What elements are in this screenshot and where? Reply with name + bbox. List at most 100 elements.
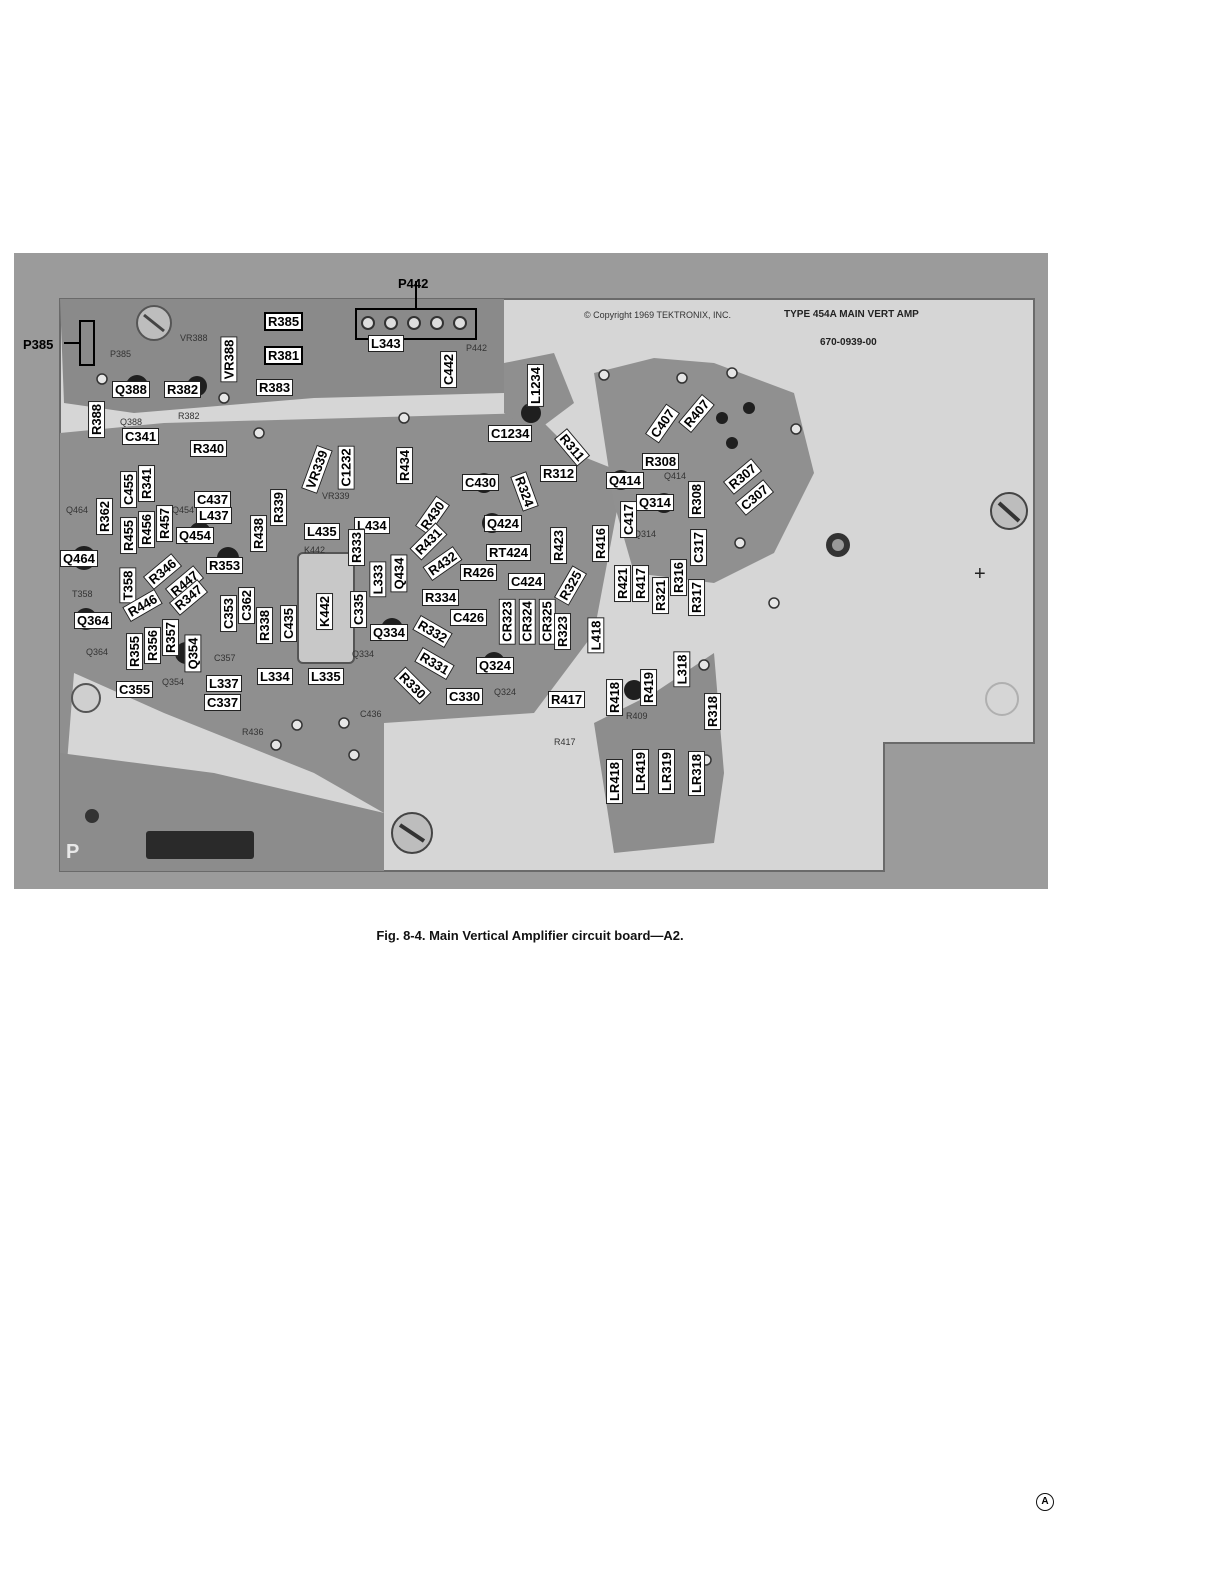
label-l333: L333 [369, 561, 387, 598]
label-cr323: CR323 [498, 598, 516, 645]
label-c417: C417 [620, 500, 638, 539]
label-c426: C426 [450, 609, 488, 626]
label-r418: R418 [606, 678, 624, 717]
silk-q454: Q454 [172, 505, 195, 515]
label-r426: R426 [460, 564, 498, 581]
silk-r382: R382 [178, 411, 200, 421]
silk-q364: Q364 [86, 647, 109, 657]
label-r455: R455 [120, 516, 138, 555]
label-l335: L335 [308, 668, 344, 685]
label-vr388: VR388 [220, 336, 238, 383]
label-c317: C317 [690, 528, 708, 567]
label-rt424: RT424 [486, 544, 532, 561]
label-l318: L318 [673, 651, 691, 688]
silk-t358: T358 [72, 589, 93, 599]
label-r338: R338 [256, 606, 274, 645]
label-l337: L337 [206, 675, 242, 692]
silk-vr388: VR388 [180, 333, 208, 343]
label-c430: C430 [462, 474, 500, 491]
label-r317: R317 [688, 578, 706, 617]
label-l343: L343 [368, 335, 404, 352]
silk-q464: Q464 [66, 505, 89, 515]
label-c330: C330 [446, 688, 484, 705]
label-r355: R355 [126, 632, 144, 671]
label-c335: C335 [350, 590, 368, 629]
label-lr419: LR419 [632, 748, 650, 795]
label-r417: R417 [632, 564, 650, 603]
label-c353: C353 [220, 594, 238, 633]
label-r321: R321 [652, 576, 670, 615]
label-cr324: CR324 [518, 598, 536, 645]
label-r421: R421 [614, 564, 632, 603]
label-q334: Q334 [370, 624, 408, 641]
label-r308-top: R308 [642, 453, 680, 470]
figure-caption: Fig. 8-4. Main Vertical Amplifier circui… [376, 928, 684, 943]
silk-q414: Q414 [664, 471, 687, 481]
label-r417-lower: R417 [548, 691, 586, 708]
label-l1234: L1234 [526, 364, 544, 407]
revision-mark: A [1036, 1493, 1054, 1511]
label-r323: R323 [554, 612, 572, 651]
label-lr319: LR319 [658, 748, 676, 795]
label-q364: Q364 [74, 612, 112, 629]
label-q354: Q354 [184, 634, 202, 673]
label-q464: Q464 [60, 550, 98, 567]
label-c362: C362 [238, 586, 256, 625]
silk-q314: Q314 [634, 529, 657, 539]
label-c455: C455 [120, 470, 138, 509]
label-c437: C437 [194, 491, 232, 508]
label-q388: Q388 [112, 381, 150, 398]
silk-k442: K442 [304, 545, 326, 555]
label-r416: R416 [592, 524, 610, 563]
label-r312: R312 [540, 465, 578, 482]
label-r438: R438 [250, 514, 268, 553]
silk-p385: P385 [110, 349, 132, 359]
label-r334: R334 [422, 589, 460, 606]
label-c1232: C1232 [337, 445, 355, 490]
silk-q324: Q324 [494, 687, 517, 697]
label-r457: R457 [156, 504, 174, 543]
silk-vr339: VR339 [322, 491, 350, 501]
circuit-board-photo: © Copyright 1969 TEKTRONIX, INC. TYPE 45… [14, 253, 1048, 889]
label-c435: C435 [280, 604, 298, 643]
label-q314: Q314 [636, 494, 674, 511]
label-q414: Q414 [606, 472, 644, 489]
label-k442: K442 [316, 592, 334, 631]
silk-r417: R417 [554, 737, 576, 747]
label-r434: R434 [396, 446, 414, 485]
label-r385: R385 [264, 312, 304, 331]
silk-q354: Q354 [162, 677, 185, 687]
label-lr418: LR418 [606, 758, 624, 805]
label-c337: C337 [204, 694, 242, 711]
label-c442: C442 [440, 350, 458, 389]
label-t358: T358 [119, 567, 137, 604]
label-c1234: C1234 [488, 425, 533, 442]
label-r356: R356 [144, 626, 162, 665]
board-part-number: 670-0939-00 [820, 337, 877, 348]
label-r362: R362 [96, 497, 114, 536]
label-r333: R333 [348, 528, 366, 567]
label-r381: R381 [264, 346, 304, 365]
label-c341: C341 [122, 428, 160, 445]
label-q434: Q434 [390, 554, 408, 593]
silk-c436: C436 [360, 709, 382, 719]
label-lr318: LR318 [688, 750, 706, 797]
label-r318: R318 [704, 692, 722, 731]
board-drawing [59, 281, 1035, 872]
board-corner-mark: P [66, 841, 80, 863]
label-r357: R357 [162, 618, 180, 657]
connector-p385-label: P385 [23, 337, 54, 352]
label-r353: R353 [206, 557, 244, 574]
label-l418: L418 [587, 617, 605, 654]
label-r456: R456 [138, 510, 156, 549]
label-r341: R341 [138, 464, 156, 503]
label-r340: R340 [190, 440, 228, 457]
label-q324: Q324 [476, 657, 514, 674]
silk-r409: R409 [626, 711, 648, 721]
label-r339: R339 [270, 488, 288, 527]
label-c355: C355 [116, 681, 154, 698]
connector-p442-label: P442 [398, 276, 429, 291]
label-l437: L437 [196, 507, 232, 524]
label-r382: R382 [164, 381, 202, 398]
label-q454: Q454 [176, 527, 214, 544]
